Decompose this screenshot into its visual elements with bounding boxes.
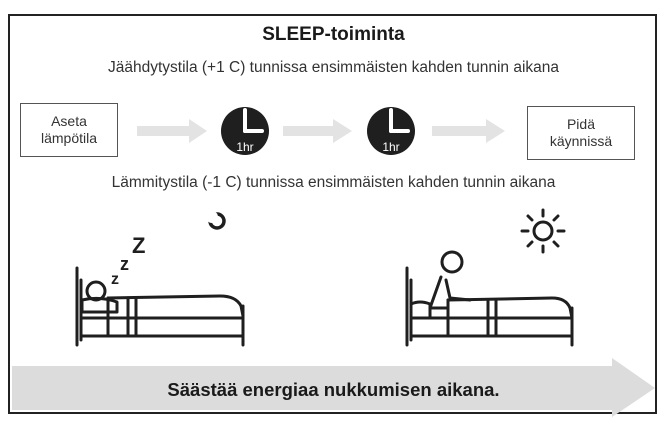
timer-label-2: 1hr <box>382 140 399 154</box>
sleeping-person-icon <box>75 266 245 347</box>
diagram-frame <box>8 14 657 414</box>
energy-arrow <box>12 358 655 417</box>
sun-icon <box>520 208 566 254</box>
zzz-1: z <box>111 271 119 288</box>
flow-arrow-1 <box>137 119 207 143</box>
flow-arrow-2 <box>283 119 352 143</box>
heating-mode-text: Lämmitystila (-1 C) tunnissa ensimmäiste… <box>111 174 556 191</box>
zzz-icon: z z Z <box>111 233 145 288</box>
moon-icon <box>206 211 226 230</box>
set-temperature-box: Aseta lämpötila <box>20 103 118 157</box>
keep-running-box: Pidä käynnissä <box>527 106 635 160</box>
waking-person-icon <box>405 250 574 347</box>
page-title: SLEEP-toiminta <box>262 24 405 45</box>
timer-label-1: 1hr <box>236 140 253 154</box>
energy-saving-text: Säästää energiaa nukkumisen aikana. <box>167 379 500 400</box>
zzz-2: z <box>120 254 129 274</box>
cooling-mode-text: Jäähdytystila (+1 C) tunnissa ensimmäist… <box>107 59 560 76</box>
zzz-3: Z <box>132 233 145 258</box>
clock-icon: 1hr <box>221 107 269 155</box>
flow-arrow-3 <box>432 119 505 143</box>
clock-icon: 1hr <box>367 107 415 155</box>
